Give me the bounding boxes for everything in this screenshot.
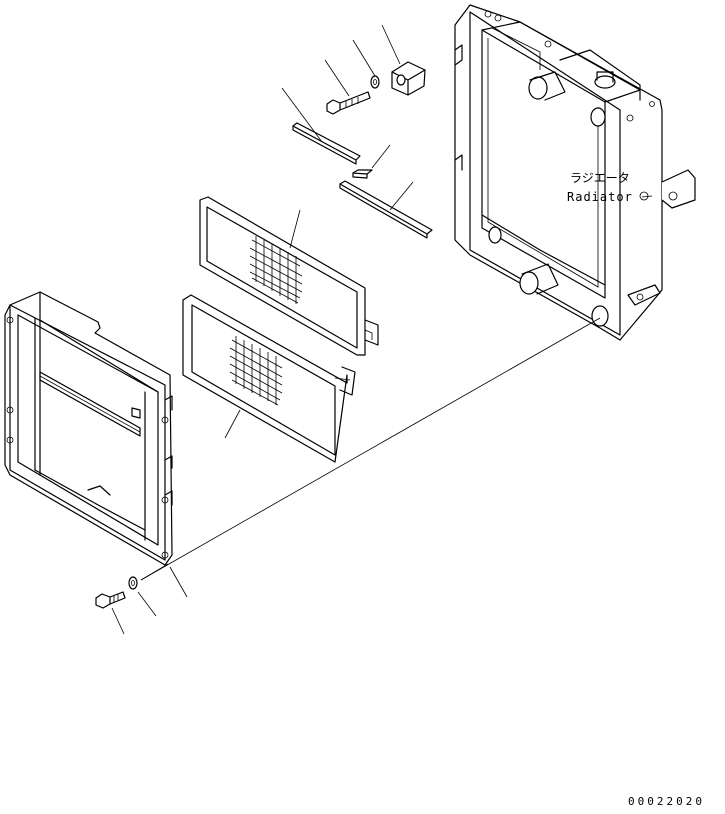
radiator-label-en: Radiator <box>567 190 633 204</box>
drawing-code: 00022020 <box>628 795 705 808</box>
screen-lower <box>182 294 356 463</box>
bottom-hardware <box>95 566 188 635</box>
mounting-hardware <box>281 24 433 239</box>
alignment-line <box>140 317 601 581</box>
screen-upper <box>199 196 379 356</box>
radiator-assembly <box>454 4 696 341</box>
guard-frame <box>4 291 173 566</box>
radiator-label-jp: ラジエータ <box>570 171 630 185</box>
